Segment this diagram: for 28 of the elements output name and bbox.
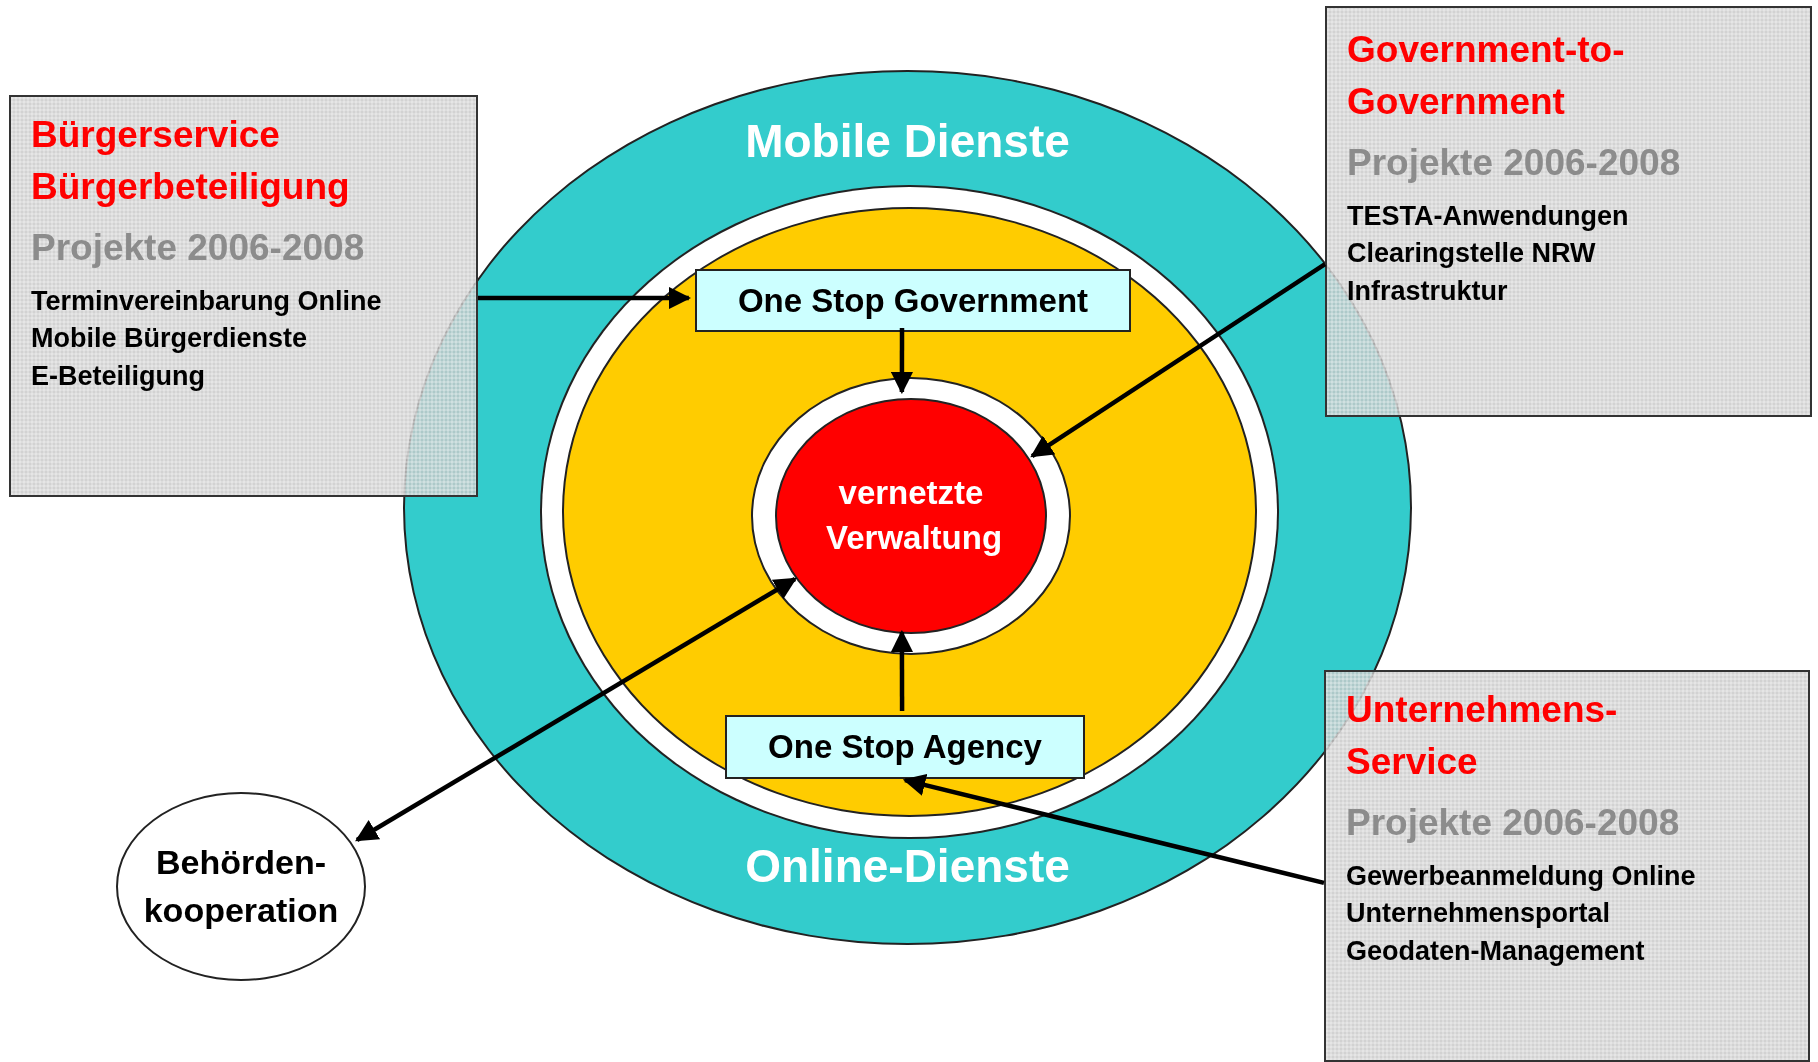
project-panel bbox=[1324, 670, 1810, 1062]
project-item: Infrastruktur bbox=[1347, 275, 1509, 309]
panel-heading: Government-to-Government bbox=[1347, 28, 1626, 124]
box-label: One Stop Government bbox=[737, 281, 1089, 320]
project-item: Unternehmensportal bbox=[1346, 897, 1612, 931]
project-panel bbox=[9, 95, 478, 497]
arrow bbox=[1030, 262, 1327, 458]
project-item: Terminvereinbarung Online bbox=[31, 284, 383, 318]
arrow bbox=[902, 774, 1325, 886]
project-item: Mobile Bürgerdienste bbox=[31, 322, 309, 356]
project-item: TESTA-Anwendungen bbox=[1347, 199, 1630, 233]
panel-subheading: Projekte 2006-2008 bbox=[1346, 801, 1681, 844]
arrow bbox=[355, 577, 797, 842]
arrow bbox=[478, 286, 692, 310]
oval-label: Behörden-kooperation bbox=[142, 841, 340, 931]
project-item: Geodaten-Management bbox=[1346, 935, 1646, 969]
label-box bbox=[725, 715, 1085, 779]
panel-heading: Unternehmens-Service bbox=[1346, 688, 1619, 784]
box-label: One Stop Agency bbox=[768, 728, 1042, 766]
arrow bbox=[890, 328, 914, 395]
label-box bbox=[695, 269, 1131, 332]
panel-heading: Bürgerservice Bürgerbeteiligung bbox=[31, 113, 351, 209]
panel-subheading: Projekte 2006-2008 bbox=[1347, 141, 1682, 184]
project-panel bbox=[1325, 6, 1812, 417]
panel-subheading: Projekte 2006-2008 bbox=[31, 226, 366, 269]
project-item: E-Beteiligung bbox=[31, 360, 206, 394]
project-item: Clearingstelle NRW bbox=[1347, 237, 1597, 271]
project-item: Gewerbeanmeldung Online bbox=[1346, 859, 1697, 893]
